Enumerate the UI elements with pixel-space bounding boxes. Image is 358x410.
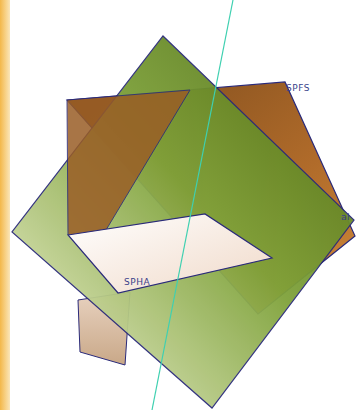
vertical-plane-front (67, 90, 190, 240)
side-strip (0, 0, 10, 410)
plane-label: SPHA (124, 278, 150, 287)
horizontal-plane (68, 214, 272, 293)
plane-label: al (341, 213, 350, 222)
inclined-plane (12, 36, 354, 408)
plane-label: SPFS (286, 84, 310, 93)
axis-line (152, 0, 233, 410)
